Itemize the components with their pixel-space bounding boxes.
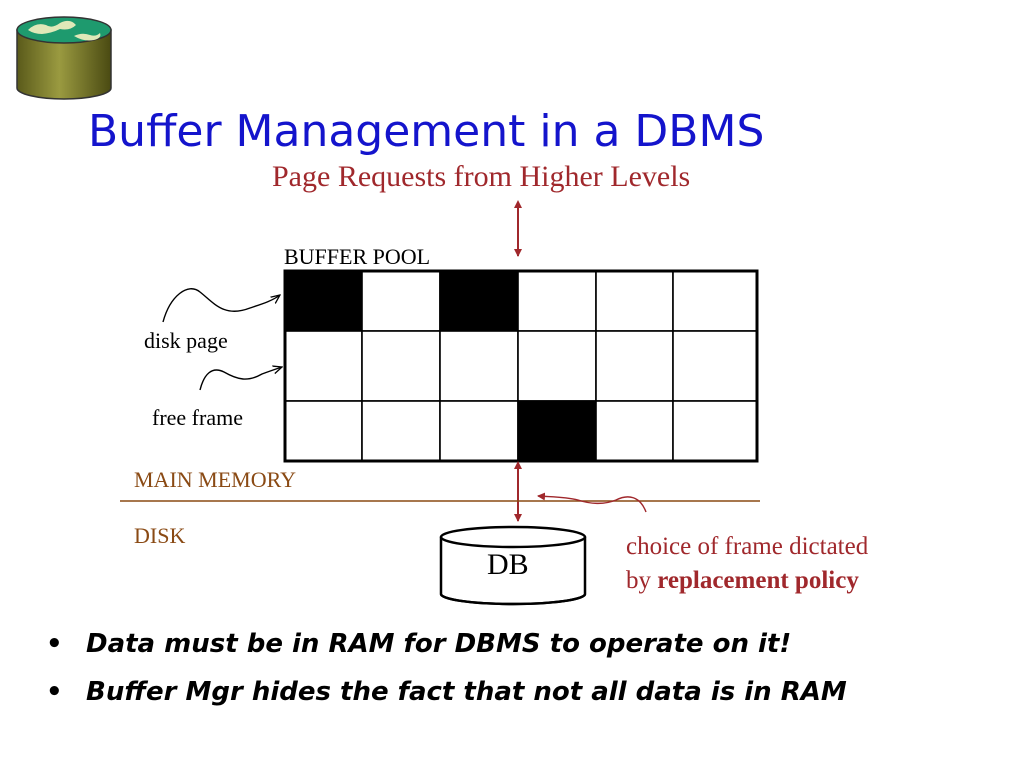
- bullet-item: • Buffer Mgr hides the fact that not all …: [46, 668, 847, 716]
- replacement-policy-emphasis: replacement policy: [657, 567, 859, 594]
- disk-label: DISK: [134, 523, 186, 548]
- buffer-frame-free: [284, 400, 363, 462]
- database-cylinder: [439, 525, 587, 606]
- disk-page-label: disk page: [144, 328, 228, 353]
- disk-page-pointer: [162, 288, 280, 323]
- choice-text: choice of frame dictated: [626, 533, 869, 560]
- replacement-policy-pointer: [537, 492, 647, 513]
- buffer-frame-occupied: [517, 400, 597, 462]
- bullet-text: Buffer Mgr hides the fact that not all d…: [86, 677, 847, 707]
- buffer-frame-occupied: [284, 270, 363, 332]
- buffer-frame-free: [361, 330, 441, 402]
- buffer-frame-free: [672, 400, 758, 462]
- buffer-frame-free: [672, 330, 758, 402]
- buffer-frame-free: [517, 270, 597, 332]
- replacement-policy-note: choice of frame dictated by replacement …: [626, 530, 868, 598]
- bullet-dot: •: [46, 629, 63, 659]
- buffer-frame-free: [595, 330, 674, 402]
- buffer-pool-label: BUFFER POOL: [284, 244, 431, 269]
- buffer-frame-occupied: [439, 270, 519, 332]
- page-requests-label: Page Requests from Higher Levels: [272, 160, 691, 193]
- choice-policy-line: by replacement policy: [626, 564, 868, 598]
- buffer-frame-free: [361, 400, 441, 462]
- main-memory-label: MAIN MEMORY: [134, 467, 296, 492]
- slide-title: Buffer Management in a DBMS: [88, 106, 765, 157]
- free-frame-label: free frame: [152, 405, 243, 430]
- buffer-frame-free: [517, 330, 597, 402]
- buffer-frame-free: [284, 330, 363, 402]
- buffer-frame-free: [439, 330, 519, 402]
- db-label: DB: [487, 548, 529, 581]
- buffer-frame-free: [439, 400, 519, 462]
- choice-by: by: [626, 567, 651, 594]
- buffer-frame-free: [595, 400, 674, 462]
- buffer-frame-free: [361, 270, 441, 332]
- bullet-dot: •: [46, 677, 63, 707]
- bullet-item: • Data must be in RAM for DBMS to operate…: [46, 620, 847, 668]
- buffer-pool-grid: [284, 270, 758, 462]
- globe-disk-icon: [16, 16, 112, 100]
- free-frame-pointer: [199, 367, 282, 391]
- buffer-frame-free: [595, 270, 674, 332]
- bullet-text: Data must be in RAM for DBMS to operate …: [86, 629, 792, 659]
- buffer-frame-free: [672, 270, 758, 332]
- bullet-list: • Data must be in RAM for DBMS to operate…: [46, 620, 847, 716]
